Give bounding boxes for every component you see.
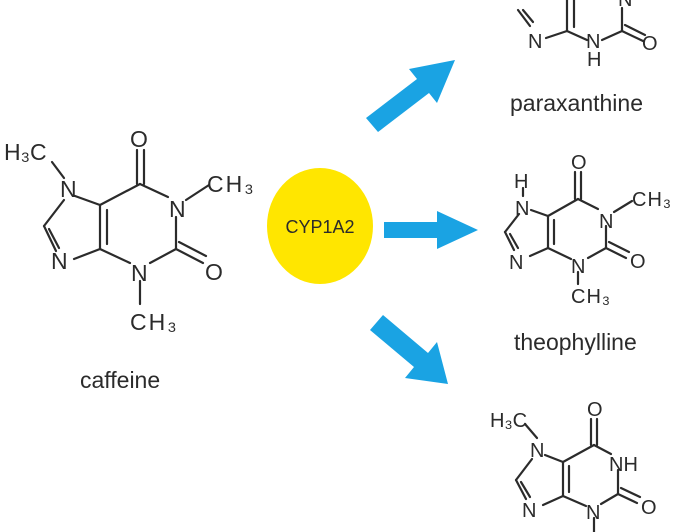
bond: [619, 486, 642, 499]
bond: [519, 480, 532, 499]
bond: [616, 492, 639, 505]
atom-label-methyl: CH₃: [130, 309, 179, 335]
bond: [98, 247, 132, 265]
bond: [98, 182, 142, 207]
atom-label-methyl: H₃C: [4, 139, 47, 165]
bond: [184, 183, 211, 202]
bond: [546, 246, 573, 261]
atom-label-n: N: [586, 31, 600, 53]
atom-label-n: N: [51, 248, 68, 274]
bond: [607, 240, 631, 254]
bond: [565, 29, 589, 42]
bond: [623, 23, 647, 37]
bond: [592, 443, 613, 456]
atom-label-n: N: [586, 502, 600, 524]
atom-label-n: N: [571, 256, 585, 278]
bond: [529, 208, 550, 218]
bond: [546, 197, 580, 218]
atom-label-o: O: [587, 399, 603, 421]
bond: [599, 492, 620, 506]
compound-name-paraxanthine: paraxanthine: [510, 90, 643, 116]
paraxanthine-structure: N N H O N: [516, 0, 658, 71]
bond: [503, 212, 521, 234]
atom-label-n: N: [515, 198, 529, 220]
bond: [42, 224, 58, 253]
caffeine-structure: H₃C N N N N O O CH₃ CH₃: [4, 126, 256, 335]
bond: [47, 227, 61, 250]
atom-label-h: H: [587, 49, 601, 71]
atom-label-n: N: [169, 196, 186, 222]
bond: [543, 453, 565, 464]
atom-label-o: O: [205, 259, 223, 285]
atom-label-o: O: [630, 251, 646, 273]
bond: [148, 247, 178, 265]
atom-label-nh: NH: [609, 454, 638, 476]
bond: [174, 247, 205, 265]
atom-label-n: N: [599, 211, 613, 233]
atom-label-n: N: [530, 440, 544, 462]
compound-name-caffeine: caffeine: [80, 367, 160, 393]
arrow-to-theophylline: [384, 211, 478, 249]
enzyme-node: CYP1A2: [267, 168, 373, 284]
bond: [42, 198, 66, 228]
atom-label-n: N: [528, 31, 542, 53]
atom-label-n: N: [509, 252, 523, 274]
bond: [72, 247, 102, 261]
atom-label-o: O: [642, 33, 658, 55]
atom-label-methyl: H₃C: [490, 410, 527, 432]
atom-label-methyl: CH₃: [207, 171, 256, 197]
atom-label-o: O: [130, 126, 148, 152]
bond: [508, 232, 520, 250]
bond: [600, 29, 624, 42]
bond: [503, 230, 516, 252]
bond: [138, 182, 170, 199]
arrow-to-theobromine: [370, 315, 448, 384]
bond: [514, 478, 528, 501]
bond: [612, 199, 634, 214]
bond: [620, 29, 645, 43]
bond: [576, 197, 600, 211]
bond: [73, 194, 102, 207]
atom-label-n: N: [131, 260, 148, 286]
atom-label-h: H: [514, 171, 528, 193]
bond: [528, 246, 550, 258]
atom-label-n: N: [60, 176, 77, 202]
bond: [516, 8, 532, 28]
bond: [50, 160, 66, 180]
bond: [544, 29, 569, 40]
enzyme-circle: [267, 168, 373, 284]
atom-label-methyl: CH₃: [632, 189, 672, 211]
atom-label-o: O: [571, 152, 587, 174]
atom-label-methyl: CH₃: [571, 286, 611, 308]
atom-label-n: N: [618, 0, 632, 11]
bond: [541, 494, 565, 507]
reaction-arrow-paraxanthine: [366, 60, 455, 132]
bond: [561, 494, 588, 508]
bond: [177, 240, 208, 258]
bond: [521, 8, 535, 24]
bond: [514, 457, 534, 482]
bond: [604, 246, 628, 260]
reaction-arrow-theophylline: [384, 211, 478, 249]
compound-name-theophylline: theophylline: [514, 329, 637, 355]
bond: [523, 422, 539, 440]
atom-label-o: O: [641, 497, 657, 519]
bond: [561, 443, 596, 464]
atom-label-n: N: [522, 500, 536, 522]
enzyme-label: CYP1A2: [285, 217, 354, 237]
bond: [586, 246, 608, 260]
arrow-to-paraxanthine: [366, 60, 455, 132]
reaction-arrow-theobromine: [370, 315, 448, 384]
theobromine-structure: H₃C N N NH N O O: [490, 399, 657, 532]
theophylline-structure: H N N N N O O CH₃ CH₃: [503, 152, 672, 308]
